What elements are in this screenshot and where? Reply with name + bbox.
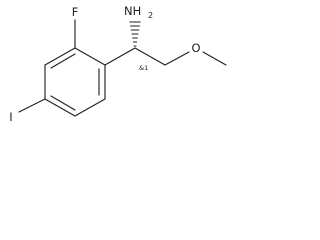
chiral-to-ch2-bond bbox=[134, 47, 166, 66]
ch2-to-o-bond bbox=[164, 51, 190, 66]
ring-to-chiral-bond bbox=[104, 47, 136, 66]
stereo-label: &1 bbox=[139, 64, 148, 72]
svg-text:NH: NH bbox=[124, 4, 141, 18]
ring-bond bbox=[44, 47, 76, 66]
fluorine-atom-label: F bbox=[72, 5, 79, 19]
ring-double-bond bbox=[50, 95, 76, 111]
ring-bond bbox=[44, 98, 76, 117]
ring-bond bbox=[74, 47, 106, 66]
oxygen-atom-label: O bbox=[191, 41, 200, 55]
ring-bond bbox=[74, 98, 106, 117]
hashed-wedge-bond bbox=[129, 21, 141, 47]
c-i-bond bbox=[18, 98, 46, 113]
amine-group-label: NH 2 bbox=[124, 4, 153, 20]
molecule-structure: F I NH 2 &1 O bbox=[9, 4, 227, 124]
ring-double-bond bbox=[50, 53, 76, 69]
o-to-methyl-bond bbox=[202, 51, 227, 66]
amine-h-count: 2 bbox=[148, 11, 153, 20]
iodine-atom-label: I bbox=[9, 110, 12, 124]
benzene-ring bbox=[44, 47, 106, 117]
